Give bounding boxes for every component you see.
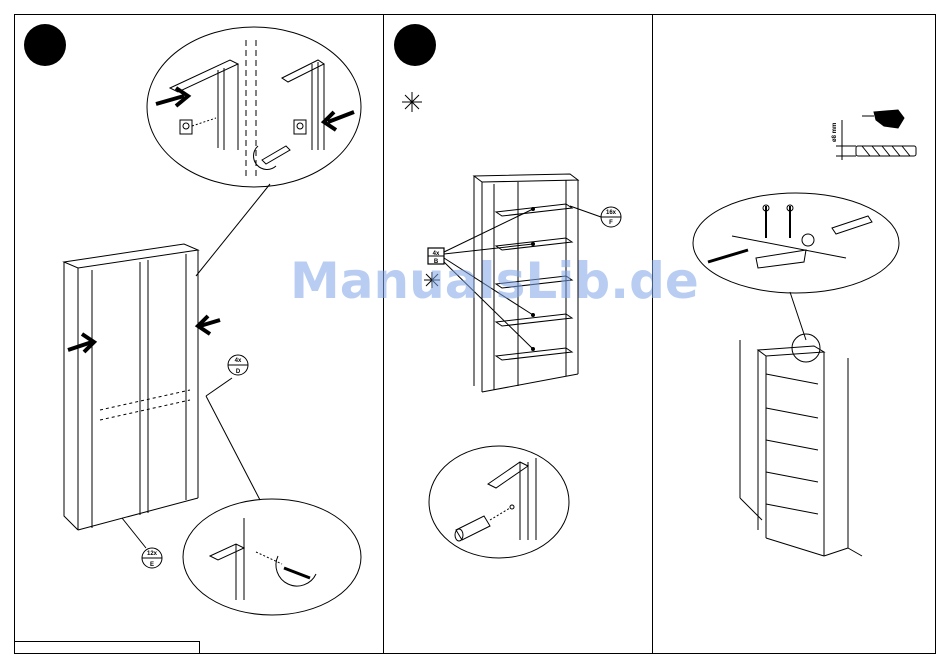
drill-icon bbox=[836, 110, 916, 160]
step1-cabinet bbox=[64, 244, 198, 530]
step2-star-icon bbox=[402, 92, 422, 112]
part-count-f: 16x bbox=[606, 210, 617, 216]
watermark: ManualsLib.de bbox=[290, 252, 670, 310]
step1-dowel-zoom bbox=[183, 499, 361, 615]
part-letter-d: D bbox=[236, 369, 241, 375]
drill-size-label: ø8 mm bbox=[832, 123, 838, 142]
part-count-e: 12x bbox=[147, 551, 158, 557]
step2-pin-zoom bbox=[429, 446, 569, 558]
part-count-d: 4x bbox=[235, 358, 242, 364]
step1-detail-zoom bbox=[147, 27, 361, 187]
part-letter-f: F bbox=[609, 220, 613, 226]
part-letter-e: E bbox=[150, 562, 154, 568]
step3-wall-bracket-zoom bbox=[693, 193, 899, 293]
step3-bookcase-on-wall bbox=[740, 334, 862, 556]
